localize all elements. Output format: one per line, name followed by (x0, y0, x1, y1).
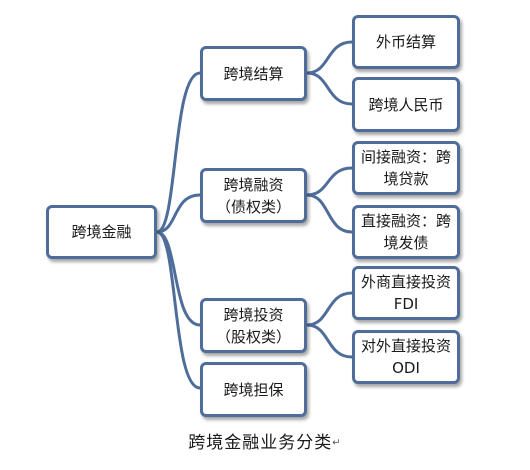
connector-root-to-settlement (156, 71, 201, 234)
leaf-node-cross-border-rmb: 跨境人民币 (352, 77, 460, 132)
leaf-node-line2: FDI (393, 295, 419, 313)
leaf-node-line1: 对外直接投资 (360, 337, 451, 355)
leaf-node-line2: 境发债 (383, 234, 429, 252)
connector-root-to-investment (156, 230, 201, 327)
connector-financing-to-direct (306, 193, 353, 234)
leaf-node-fx-settlement: 外币结算 (352, 15, 460, 69)
leaf-node-fdi: 外商直接投资 FDI (352, 266, 460, 320)
branch-node-guarantee: 跨境担保 (200, 362, 307, 417)
branch-node-label: 跨境结算 (223, 64, 284, 83)
connector-investment-to-fdi (306, 291, 353, 327)
leaf-node-label: 外币结算 (375, 33, 436, 51)
branch-node-sublabel: （债权类） (215, 197, 291, 216)
connector-settlement-to-rmb (306, 71, 353, 106)
connector-settlement-to-fx (306, 40, 353, 75)
branch-node-label: 跨境融资 (223, 175, 284, 194)
leaf-node-indirect-financing: 间接融资：跨 境贷款 (352, 141, 460, 195)
root-node: 跨境金融 (46, 205, 157, 259)
leaf-node-odi: 对外直接投资 ODI (352, 330, 460, 384)
caption-text: 跨境金融业务分类 (188, 433, 333, 453)
leaf-node-line1: 外商直接投资 (360, 273, 451, 291)
root-node-label: 跨境金融 (71, 223, 132, 241)
branch-node-label: 跨境投资 (223, 305, 284, 324)
branch-node-sublabel: （股权类） (215, 327, 291, 346)
branch-node-investment: 跨境投资 （股权类） (200, 298, 307, 353)
connector-financing-to-indirect (306, 166, 353, 197)
leaf-node-label: 跨境人民币 (368, 95, 444, 114)
leaf-node-line2: ODI (392, 359, 420, 377)
leaf-node-line1: 直接融资：跨 (360, 212, 451, 230)
diagram-caption: 跨境金融业务分类↵ (0, 428, 530, 453)
connector-root-to-financing (156, 193, 201, 234)
branch-node-settlement: 跨境结算 (200, 46, 307, 101)
connector-root-to-guarantee (156, 230, 201, 390)
leaf-node-line2: 境贷款 (383, 170, 429, 188)
paragraph-mark-icon: ↵ (332, 437, 342, 449)
leaf-node-line1: 间接融资：跨 (360, 148, 451, 166)
branch-node-label: 跨境担保 (223, 380, 284, 399)
leaf-node-direct-financing: 直接融资：跨 境发债 (352, 205, 460, 259)
connector-investment-to-odi (306, 323, 353, 359)
branch-node-financing: 跨境融资 （债权类） (200, 168, 307, 223)
